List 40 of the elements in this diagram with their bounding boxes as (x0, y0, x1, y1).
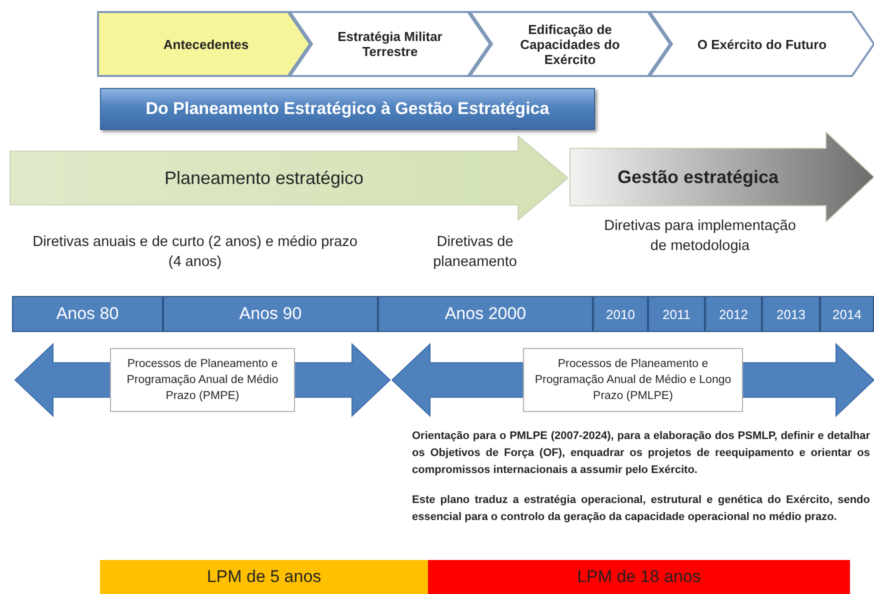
title-banner (100, 88, 595, 130)
node-label: LPM de 18 anos (576, 566, 702, 588)
node-label: Antecedentes (162, 36, 250, 54)
timeline-segment (163, 296, 378, 332)
node-label: O Exército do Futuro (696, 36, 828, 54)
timeline-segment (593, 296, 648, 332)
node-label: Planeamento estratégico (163, 166, 365, 190)
node-label: Estratégia Militar Terrestre (336, 28, 444, 61)
text-label: Diretivas de planeamento (432, 233, 518, 272)
node-label: 2014 (832, 306, 862, 324)
timeline-segment (648, 296, 705, 332)
text-card: Processos de Planeamento e Programação Anual de Médio e Longo Prazo (PMLPE) (523, 348, 743, 412)
period-bar (100, 560, 428, 594)
text-card: Processos de Planeamento e Programação Anual de Médio Prazo (PMPE) (110, 348, 295, 412)
chevron-step (98, 12, 310, 76)
timeline-segment (705, 296, 762, 332)
timeline-segment (378, 296, 593, 332)
node-label: Gestão estratégica (616, 166, 780, 189)
chevron-step (650, 12, 874, 76)
phase-banner (10, 136, 568, 220)
timeline-segment (12, 296, 163, 332)
period-span-band (392, 344, 874, 416)
node-label: Edificação de Capacidades do Exército (519, 20, 621, 68)
node-label: 2010 (605, 306, 636, 324)
node-label: Anos 80 (55, 303, 120, 325)
node-label: Anos 90 (238, 303, 303, 325)
node-label: Do Planeamento Estratégico à Gestão Estratégica (144, 98, 550, 120)
note-paragraph: Este plano traduz a estratégia operacional, estrutural e genética do Exército, sendo essencial para o controlo da geração da capacidade operacional no médio prazo. (412, 493, 870, 525)
node-label: LPM de 5 anos (206, 566, 322, 588)
timeline-segment (820, 296, 874, 332)
node-label: 2013 (776, 306, 806, 324)
text-label: Diretivas para implementação de metodologia (603, 217, 797, 256)
note-paragraph: Orientação para o PMLPE (2007-2024), para a elaboração dos PSMLP, definir e detalhar os Objetivos de Força (OF), enquadrar os projetos de reequipamento e orientar os compromissos internacionais a assumir pelo Exército. (412, 429, 870, 478)
text-label: Diretivas anuais e de curto (2 anos) e médio prazo (4 anos) (32, 233, 358, 272)
period-span-band (15, 344, 390, 416)
node-label: Anos 2000 (444, 303, 528, 325)
node-label: 2011 (662, 306, 692, 324)
period-bar (428, 560, 850, 594)
timeline-segment (762, 296, 820, 332)
node-label: 2012 (718, 306, 749, 324)
